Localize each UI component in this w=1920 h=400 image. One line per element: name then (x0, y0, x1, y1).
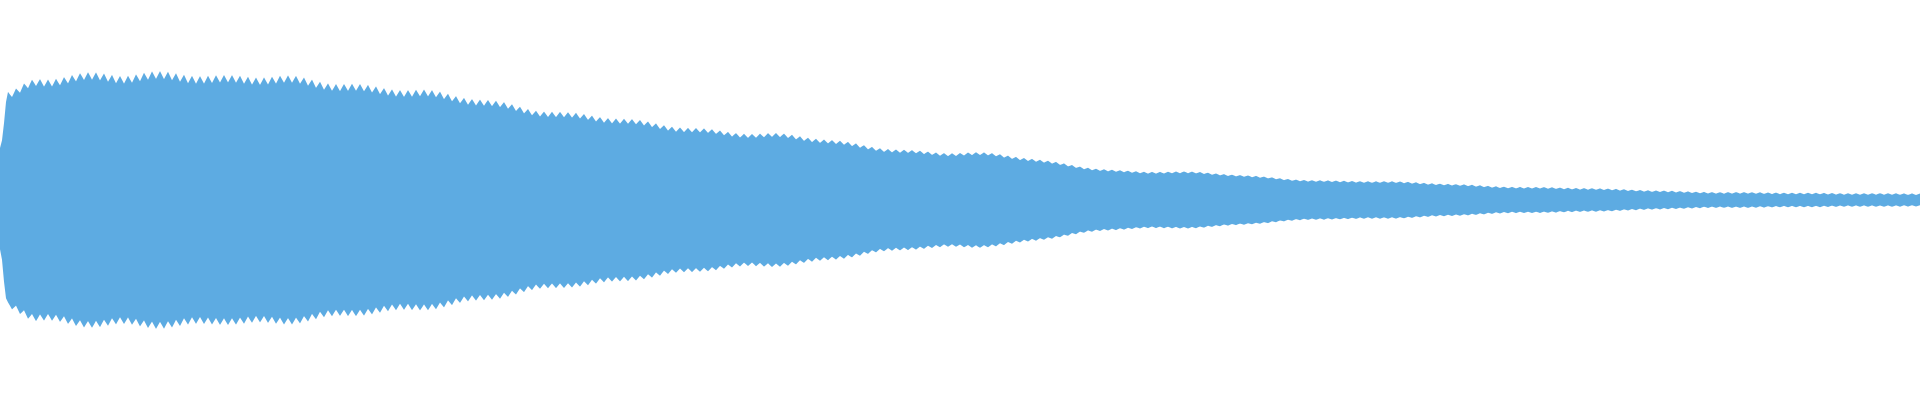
waveform-shape (0, 71, 1920, 329)
